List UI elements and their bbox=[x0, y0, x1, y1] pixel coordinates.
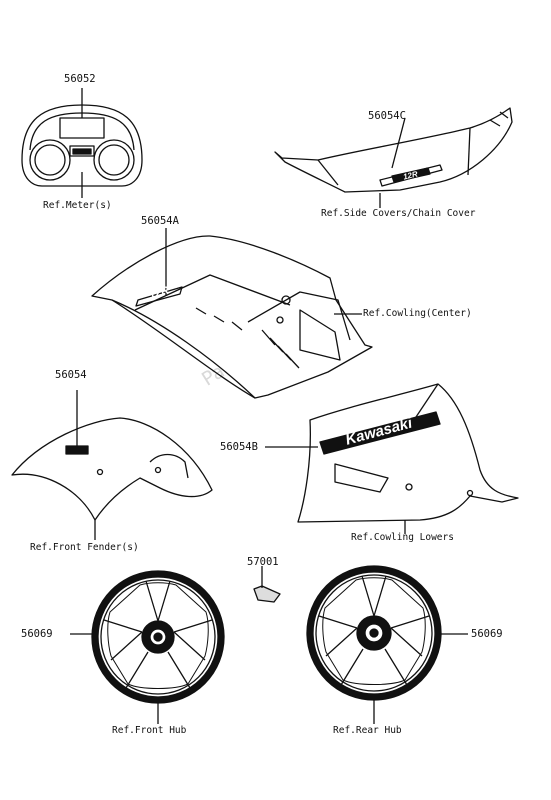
part-number-56054: 56054 bbox=[55, 369, 87, 381]
ref-front-fender: Ref.Front Fender(s) bbox=[30, 542, 139, 553]
meter-panel bbox=[21, 88, 143, 198]
part-number-56054C: 56054C bbox=[368, 110, 406, 122]
ref-front-hub: Ref.Front Hub bbox=[112, 725, 187, 736]
rear-wheel bbox=[306, 565, 468, 724]
front-wheel bbox=[70, 570, 225, 724]
ref-meter: Ref.Meter(s) bbox=[43, 200, 112, 211]
front-fender bbox=[11, 390, 213, 540]
tail-model-text: 12R bbox=[402, 169, 419, 181]
tail-model-decal bbox=[391, 167, 431, 183]
part-number-56052: 56052 bbox=[64, 73, 96, 85]
part-number-56054B: 56054B bbox=[220, 441, 258, 453]
part-number-56069-front: 56069 bbox=[21, 628, 53, 640]
upper-cowling bbox=[91, 228, 373, 399]
part-number-57001: 57001 bbox=[247, 556, 279, 568]
ref-cowling-center: Ref.Cowling(Center) bbox=[363, 308, 472, 319]
clip-57001 bbox=[253, 566, 281, 603]
part-number-56069-rear: 56069 bbox=[471, 628, 503, 640]
ref-rear-hub: Ref.Rear Hub bbox=[333, 725, 402, 736]
kawasaki-decal bbox=[319, 411, 441, 455]
part-number-56054A: 56054A bbox=[141, 215, 179, 227]
lower-cowling bbox=[265, 383, 519, 534]
tail-side-cover bbox=[274, 107, 513, 208]
ref-side-covers: Ref.Side Covers/Chain Cover bbox=[321, 208, 476, 219]
ref-cowling-lowers: Ref.Cowling Lowers bbox=[351, 532, 454, 543]
cowl-model-text: 12R bbox=[148, 285, 171, 302]
